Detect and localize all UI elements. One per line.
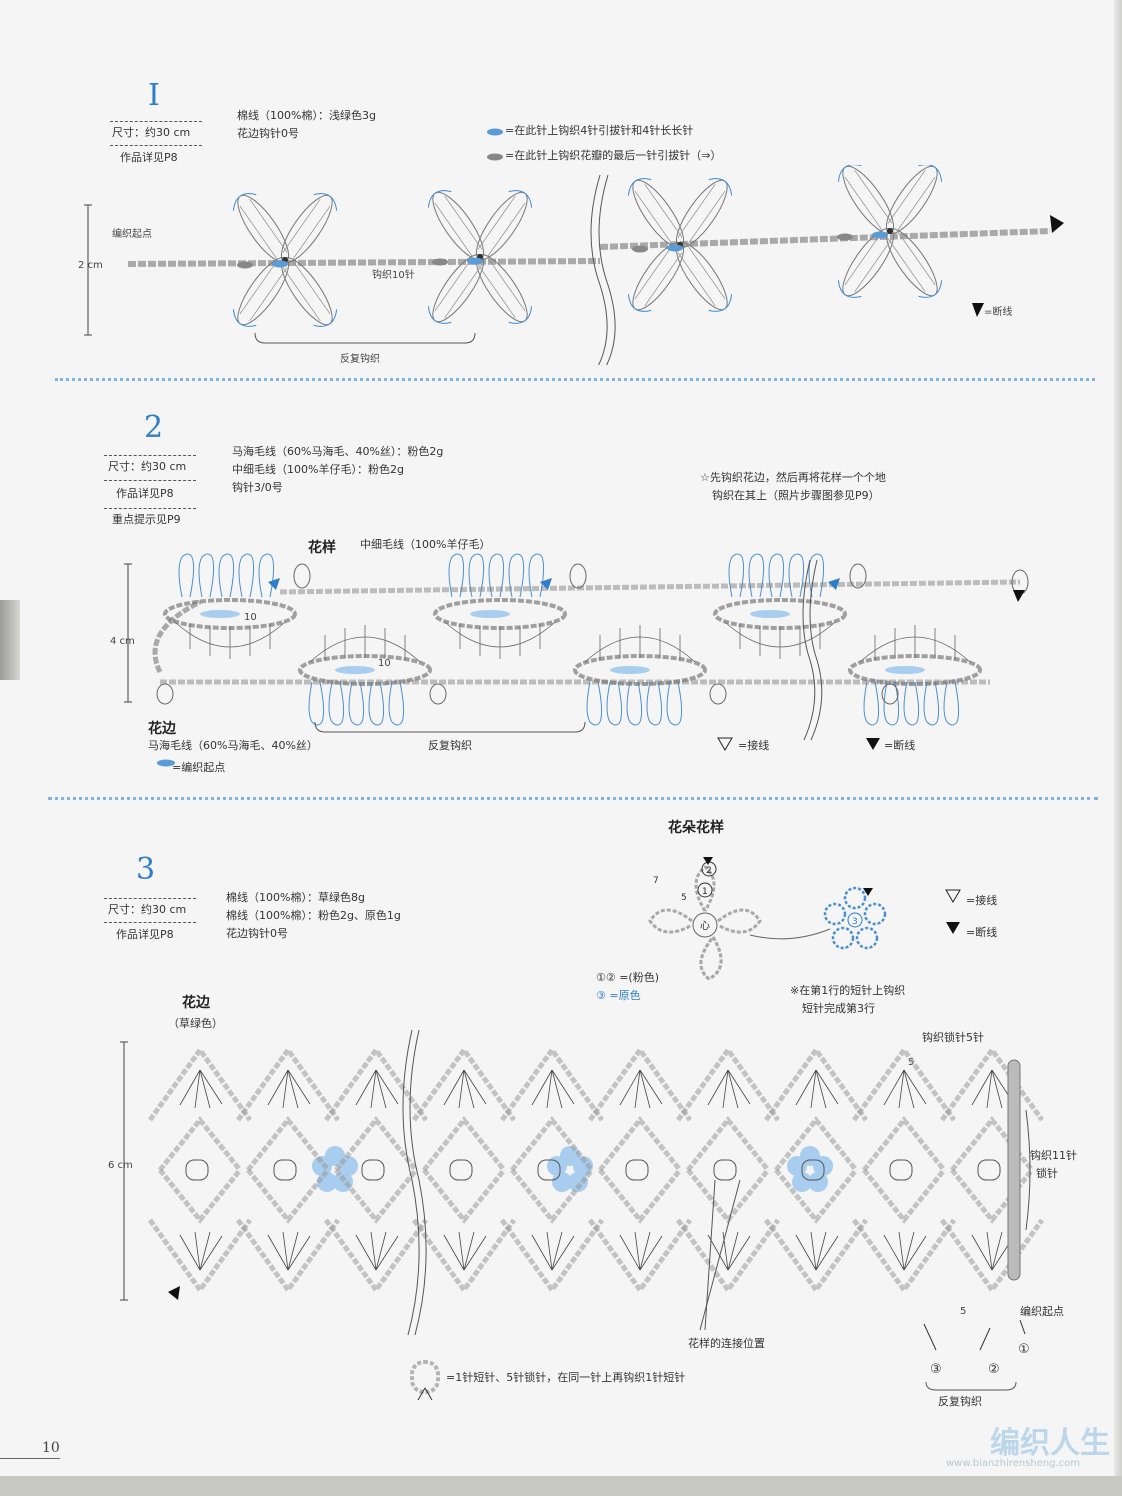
page-edge-shadow: [0, 600, 20, 680]
divider: [104, 922, 196, 923]
row-2-marker: ②: [988, 1362, 1000, 1377]
pattern-title: 花样: [308, 540, 336, 556]
flower-title: 花朵花样: [668, 820, 724, 836]
section2-size: 尺寸：约30 cm: [108, 460, 187, 473]
chart-pattern-1: [84, 165, 1064, 365]
section3-material1: 棉线（100%棉）：草绿色8g: [226, 891, 365, 904]
repeat-label: 反复钩织: [938, 1395, 982, 1408]
section3-ref: 作品详见P8: [116, 928, 174, 941]
divider: [104, 898, 196, 899]
page-spine: [1114, 0, 1122, 1496]
section2-ref: 作品详见P8: [116, 487, 174, 500]
section2-tip: 重点提示见P9: [112, 513, 181, 526]
divider: [104, 480, 196, 481]
edge-yarn: 马海毛线（60%马海毛、40%丝）: [148, 739, 318, 752]
cut-label: =断线: [966, 926, 998, 939]
divider: [104, 508, 196, 509]
section2-number: 2: [144, 410, 164, 445]
edge-title: 花边: [148, 721, 176, 737]
edge-title: 花边: [182, 995, 210, 1011]
flower-center-label: 心: [700, 920, 710, 932]
legend-blue-text: =在此针上钩织4针引拔针和4针长长针: [505, 124, 694, 137]
divider: [104, 455, 196, 456]
section1-number: I: [148, 78, 160, 113]
join-label: =接线: [738, 739, 770, 752]
row-3-marker: ③: [930, 1362, 942, 1377]
section1-size: 尺寸：约30 cm: [112, 126, 191, 139]
page-number-rule: [0, 1458, 60, 1459]
chain-five-count: 5: [960, 1306, 967, 1317]
svg-text:5: 5: [681, 893, 687, 903]
section1-ref: 作品详见P8: [120, 151, 178, 164]
section3-number: 3: [136, 852, 156, 887]
svg-text:3: 3: [852, 917, 858, 927]
section2-material2: 中细毛线（100%羊仔毛）：粉色2g: [232, 463, 404, 476]
repeat-bracket: [923, 1320, 1026, 1391]
page-number: 10: [42, 1440, 60, 1456]
section-separator: [48, 797, 1098, 800]
chart-pattern-3: [120, 1030, 1070, 1336]
row-1-marker: ①: [1018, 1342, 1030, 1357]
chain11-label: 钩织11针: [1030, 1149, 1077, 1162]
watermark-logo: 编织人生: [990, 1426, 1110, 1461]
section3-note2: 短针完成第3行: [802, 1002, 875, 1015]
section3-size: 尺寸：约30 cm: [108, 903, 187, 916]
book-bottom-edge: [0, 1476, 1122, 1496]
svg-text:2: 2: [706, 866, 712, 876]
height-label: 2 cm: [78, 260, 103, 271]
cut-label: =断线: [984, 307, 1013, 318]
section3-material2: 棉线（100%棉）：粉色2g、原色1g: [226, 909, 401, 922]
divider: [110, 145, 202, 146]
start-label: 编织起点: [112, 229, 152, 240]
chain5-label: 钩织锁针5针: [922, 1031, 984, 1044]
edge-color: （草绿色）: [168, 1017, 223, 1030]
legend-triangles: [945, 889, 961, 934]
chart-pattern-2: [124, 553, 1029, 767]
join-label: =接线: [966, 894, 998, 907]
height-label: 6 cm: [108, 1160, 133, 1171]
start-mark-label: =编织起点: [172, 761, 226, 774]
svg-text:1: 1: [702, 887, 708, 897]
repeat-label: 反复钩织: [340, 354, 380, 365]
section2-note1: ☆先钩织花边，然后再将花样一个个地: [700, 471, 886, 484]
section2-note2: 钩织在其上（照片步骤图参见P9）: [712, 489, 880, 502]
cut-label: =断线: [884, 739, 916, 752]
chain-count-label: 钩织10针: [372, 270, 415, 281]
stitch-count: 10: [244, 612, 257, 623]
stitch-count: 10: [378, 658, 391, 669]
start-label: 编织起点: [1020, 1305, 1064, 1318]
legend-gray-text: =在此针上钩织花瓣的最后一针引拔针（⇒）: [505, 149, 722, 162]
watermark-url: www.bianzhirensheng.com: [946, 1458, 1081, 1469]
section2-material3: 钩针3/0号: [232, 481, 283, 494]
height-label: 4 cm: [110, 636, 135, 647]
section2-material1: 马海毛线（60%马海毛、40%丝）：粉色2g: [232, 445, 444, 458]
section1-material1: 棉线（100%棉）：浅绿色3g: [237, 109, 376, 122]
legend-pink: ①② =(粉色): [596, 971, 660, 984]
divider: [110, 121, 202, 122]
pattern-yarn: 中细毛线（100%羊仔毛）: [360, 538, 491, 551]
stitch-note: =1针短针、5针锁针，在同一针上再钩织1针短针: [446, 1371, 686, 1384]
repeat-label: 反复钩织: [428, 739, 472, 752]
stitch-legend-icons: [487, 128, 503, 161]
section1-material2: 花边钩针0号: [237, 127, 299, 140]
connect-label: 花样的连接位置: [688, 1337, 765, 1350]
section3-note1: ※在第1行的短针上钩织: [790, 984, 906, 997]
section3-material3: 花边钩针0号: [226, 927, 288, 940]
svg-text:7: 7: [653, 876, 659, 886]
flower-diagram: 1 2 5 7 心 3: [648, 857, 887, 980]
chain11-label2: 锁针: [1036, 1167, 1058, 1180]
stitch-symbol-icon: [410, 1360, 440, 1401]
legend-natural: ③ =原色: [596, 989, 641, 1002]
section-separator: [55, 378, 1095, 381]
